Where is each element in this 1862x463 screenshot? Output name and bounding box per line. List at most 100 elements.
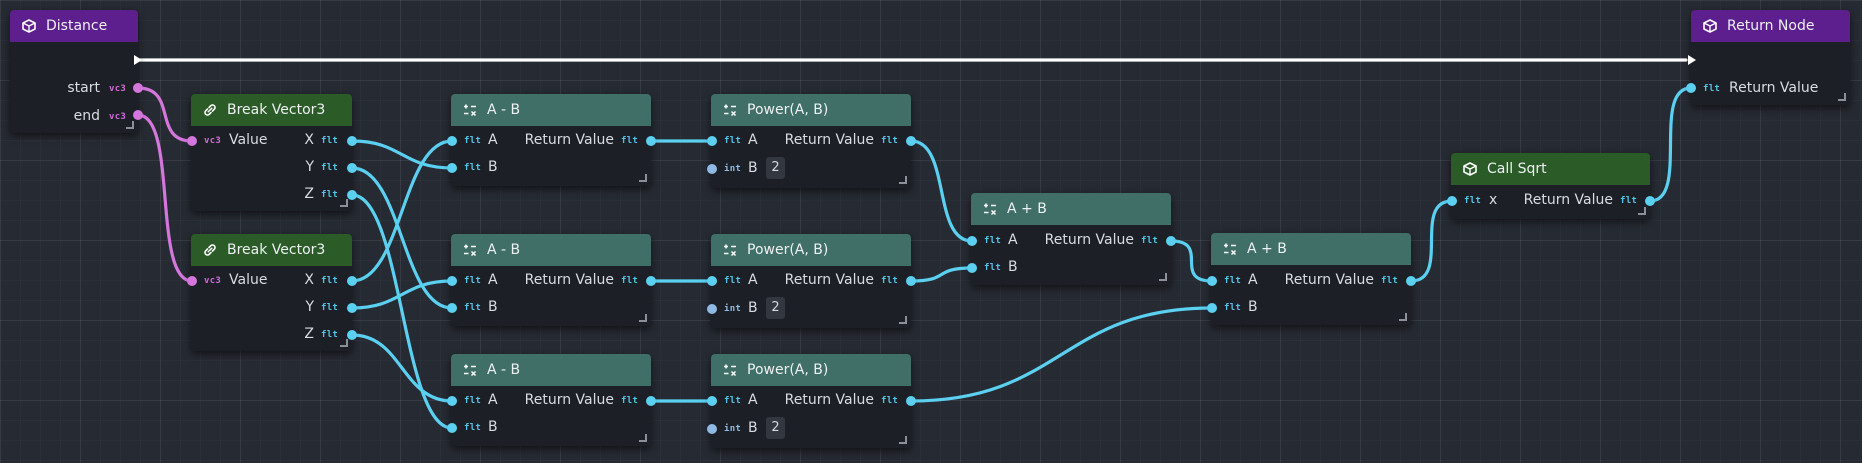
return-value-output-pin[interactable] xyxy=(1406,276,1416,286)
return-value-output-pin[interactable] xyxy=(1645,196,1655,206)
power-node-1[interactable]: Power(A, B) flt A Return Value flt int B… xyxy=(711,94,911,188)
call-sqrt-header[interactable]: Call Sqrt xyxy=(1451,153,1650,185)
input-a-pin[interactable] xyxy=(447,276,457,286)
break-vector3-node-1[interactable]: Break Vector3 vc3 Value X flt Y flt Z fl… xyxy=(191,94,352,211)
float-type-tag: flt xyxy=(724,396,742,406)
exec-output-pin[interactable] xyxy=(134,55,142,65)
link-icon xyxy=(203,103,217,117)
input-a-label: A xyxy=(748,132,758,148)
input-b-pin[interactable] xyxy=(447,423,457,433)
power-node-header[interactable]: Power(A, B) xyxy=(711,354,911,386)
z-output-pin[interactable] xyxy=(347,190,357,200)
subtract-node-1[interactable]: A - B flt A Return Value flt flt B xyxy=(451,94,651,186)
input-a-pin[interactable] xyxy=(967,236,977,246)
input-a-pin[interactable] xyxy=(707,276,717,286)
return-value-input-pin[interactable] xyxy=(1686,83,1696,93)
break-vector3-node-2[interactable]: Break Vector3 vc3 Value X flt Y flt Z fl… xyxy=(191,234,352,351)
input-a-label: A xyxy=(1008,232,1018,248)
value-input-pin[interactable] xyxy=(187,276,197,286)
input-a-pin[interactable] xyxy=(447,136,457,146)
input-b-pin[interactable] xyxy=(707,424,717,434)
exponent-value-field[interactable]: 2 xyxy=(766,157,785,179)
input-b-pin[interactable] xyxy=(1207,303,1217,313)
resize-handle[interactable] xyxy=(639,434,647,442)
start-output-pin[interactable] xyxy=(133,83,143,93)
input-b-pin[interactable] xyxy=(447,303,457,313)
add-node-2[interactable]: A + B flt A Return Value flt flt B xyxy=(1211,233,1411,325)
subtract-node-2[interactable]: A - B flt A Return Value flt flt B xyxy=(451,234,651,326)
return-value-output-pin[interactable] xyxy=(906,396,916,406)
float-type-tag: flt xyxy=(621,136,639,146)
break-vector3-header[interactable]: Break Vector3 xyxy=(191,94,352,126)
distance-node[interactable]: Distance start vc3 end vc3 xyxy=(10,10,138,133)
input-a-pin[interactable] xyxy=(447,396,457,406)
input-x-pin[interactable] xyxy=(1447,196,1457,206)
y-output-pin[interactable] xyxy=(347,303,357,313)
y-output-pin[interactable] xyxy=(347,163,357,173)
return-node[interactable]: Return Node flt Return Value xyxy=(1691,10,1850,105)
return-value-output-pin[interactable] xyxy=(646,396,656,406)
input-b-pin[interactable] xyxy=(447,163,457,173)
add-node-1[interactable]: A + B flt A Return Value flt flt B xyxy=(971,193,1171,285)
resize-handle[interactable] xyxy=(899,176,907,184)
float-type-tag: flt xyxy=(724,136,742,146)
subtract-node-header[interactable]: A - B xyxy=(451,354,651,386)
resize-handle[interactable] xyxy=(639,174,647,182)
input-b-pin[interactable] xyxy=(707,164,717,174)
vec3-type-tag: vc3 xyxy=(109,84,127,94)
exponent-value-field[interactable]: 2 xyxy=(766,417,785,439)
value-input-pin[interactable] xyxy=(187,136,197,146)
value-label: Value xyxy=(229,272,268,288)
exec-input-pin[interactable] xyxy=(1688,55,1696,65)
break-vector3-header[interactable]: Break Vector3 xyxy=(191,234,352,266)
exponent-value-field[interactable]: 2 xyxy=(766,297,785,319)
resize-handle[interactable] xyxy=(1159,273,1167,281)
input-b-pin[interactable] xyxy=(967,263,977,273)
resize-handle[interactable] xyxy=(340,199,348,207)
float-type-tag: flt xyxy=(1141,236,1159,246)
return-value-output-pin[interactable] xyxy=(646,136,656,146)
x-output-pin[interactable] xyxy=(347,276,357,286)
input-a-pin[interactable] xyxy=(1207,276,1217,286)
add-node-header[interactable]: A + B xyxy=(1211,233,1411,265)
input-b-pin[interactable] xyxy=(707,304,717,314)
node-title: A - B xyxy=(487,362,521,378)
return-value-output-pin[interactable] xyxy=(646,276,656,286)
end-output-pin[interactable] xyxy=(133,110,143,120)
return-value-output-pin[interactable] xyxy=(1166,236,1176,246)
resize-handle[interactable] xyxy=(899,436,907,444)
z1-to-sub3-b-wire xyxy=(350,193,454,430)
distance-node-header[interactable]: Distance xyxy=(10,10,138,42)
power-node-3[interactable]: Power(A, B) flt A Return Value flt int B… xyxy=(711,354,911,448)
power-node-header[interactable]: Power(A, B) xyxy=(711,234,911,266)
subtract-node-header[interactable]: A - B xyxy=(451,234,651,266)
resize-handle[interactable] xyxy=(1399,313,1407,321)
resize-handle[interactable] xyxy=(340,339,348,347)
z-output-pin[interactable] xyxy=(347,330,357,340)
power-node-2[interactable]: Power(A, B) flt A Return Value flt int B… xyxy=(711,234,911,328)
float-type-tag: flt xyxy=(321,136,339,146)
resize-handle[interactable] xyxy=(899,316,907,324)
call-sqrt-node[interactable]: Call Sqrt flt x Return Value flt xyxy=(1451,153,1650,219)
return-node-header[interactable]: Return Node xyxy=(1691,10,1850,42)
return-value-label: Return Value xyxy=(524,272,614,288)
power-node-header[interactable]: Power(A, B) xyxy=(711,94,911,126)
vec3-type-tag: vc3 xyxy=(204,136,222,146)
x-output-pin[interactable] xyxy=(347,136,357,146)
float-type-tag: flt xyxy=(464,396,482,406)
resize-handle[interactable] xyxy=(1838,93,1846,101)
resize-handle[interactable] xyxy=(126,121,134,129)
return-value-output-pin[interactable] xyxy=(906,136,916,146)
return-value-label: Return Value xyxy=(1284,272,1374,288)
return-value-output-pin[interactable] xyxy=(906,276,916,286)
resize-handle[interactable] xyxy=(639,314,647,322)
input-a-pin[interactable] xyxy=(707,136,717,146)
subtract-node-header[interactable]: A - B xyxy=(451,94,651,126)
input-a-pin[interactable] xyxy=(707,396,717,406)
int-type-tag: int xyxy=(724,304,742,314)
subtract-node-3[interactable]: A - B flt A Return Value flt flt B xyxy=(451,354,651,446)
y-label: Y xyxy=(305,159,314,175)
resize-handle[interactable] xyxy=(1638,207,1646,215)
math-icon xyxy=(1223,242,1237,256)
add-node-header[interactable]: A + B xyxy=(971,193,1171,225)
